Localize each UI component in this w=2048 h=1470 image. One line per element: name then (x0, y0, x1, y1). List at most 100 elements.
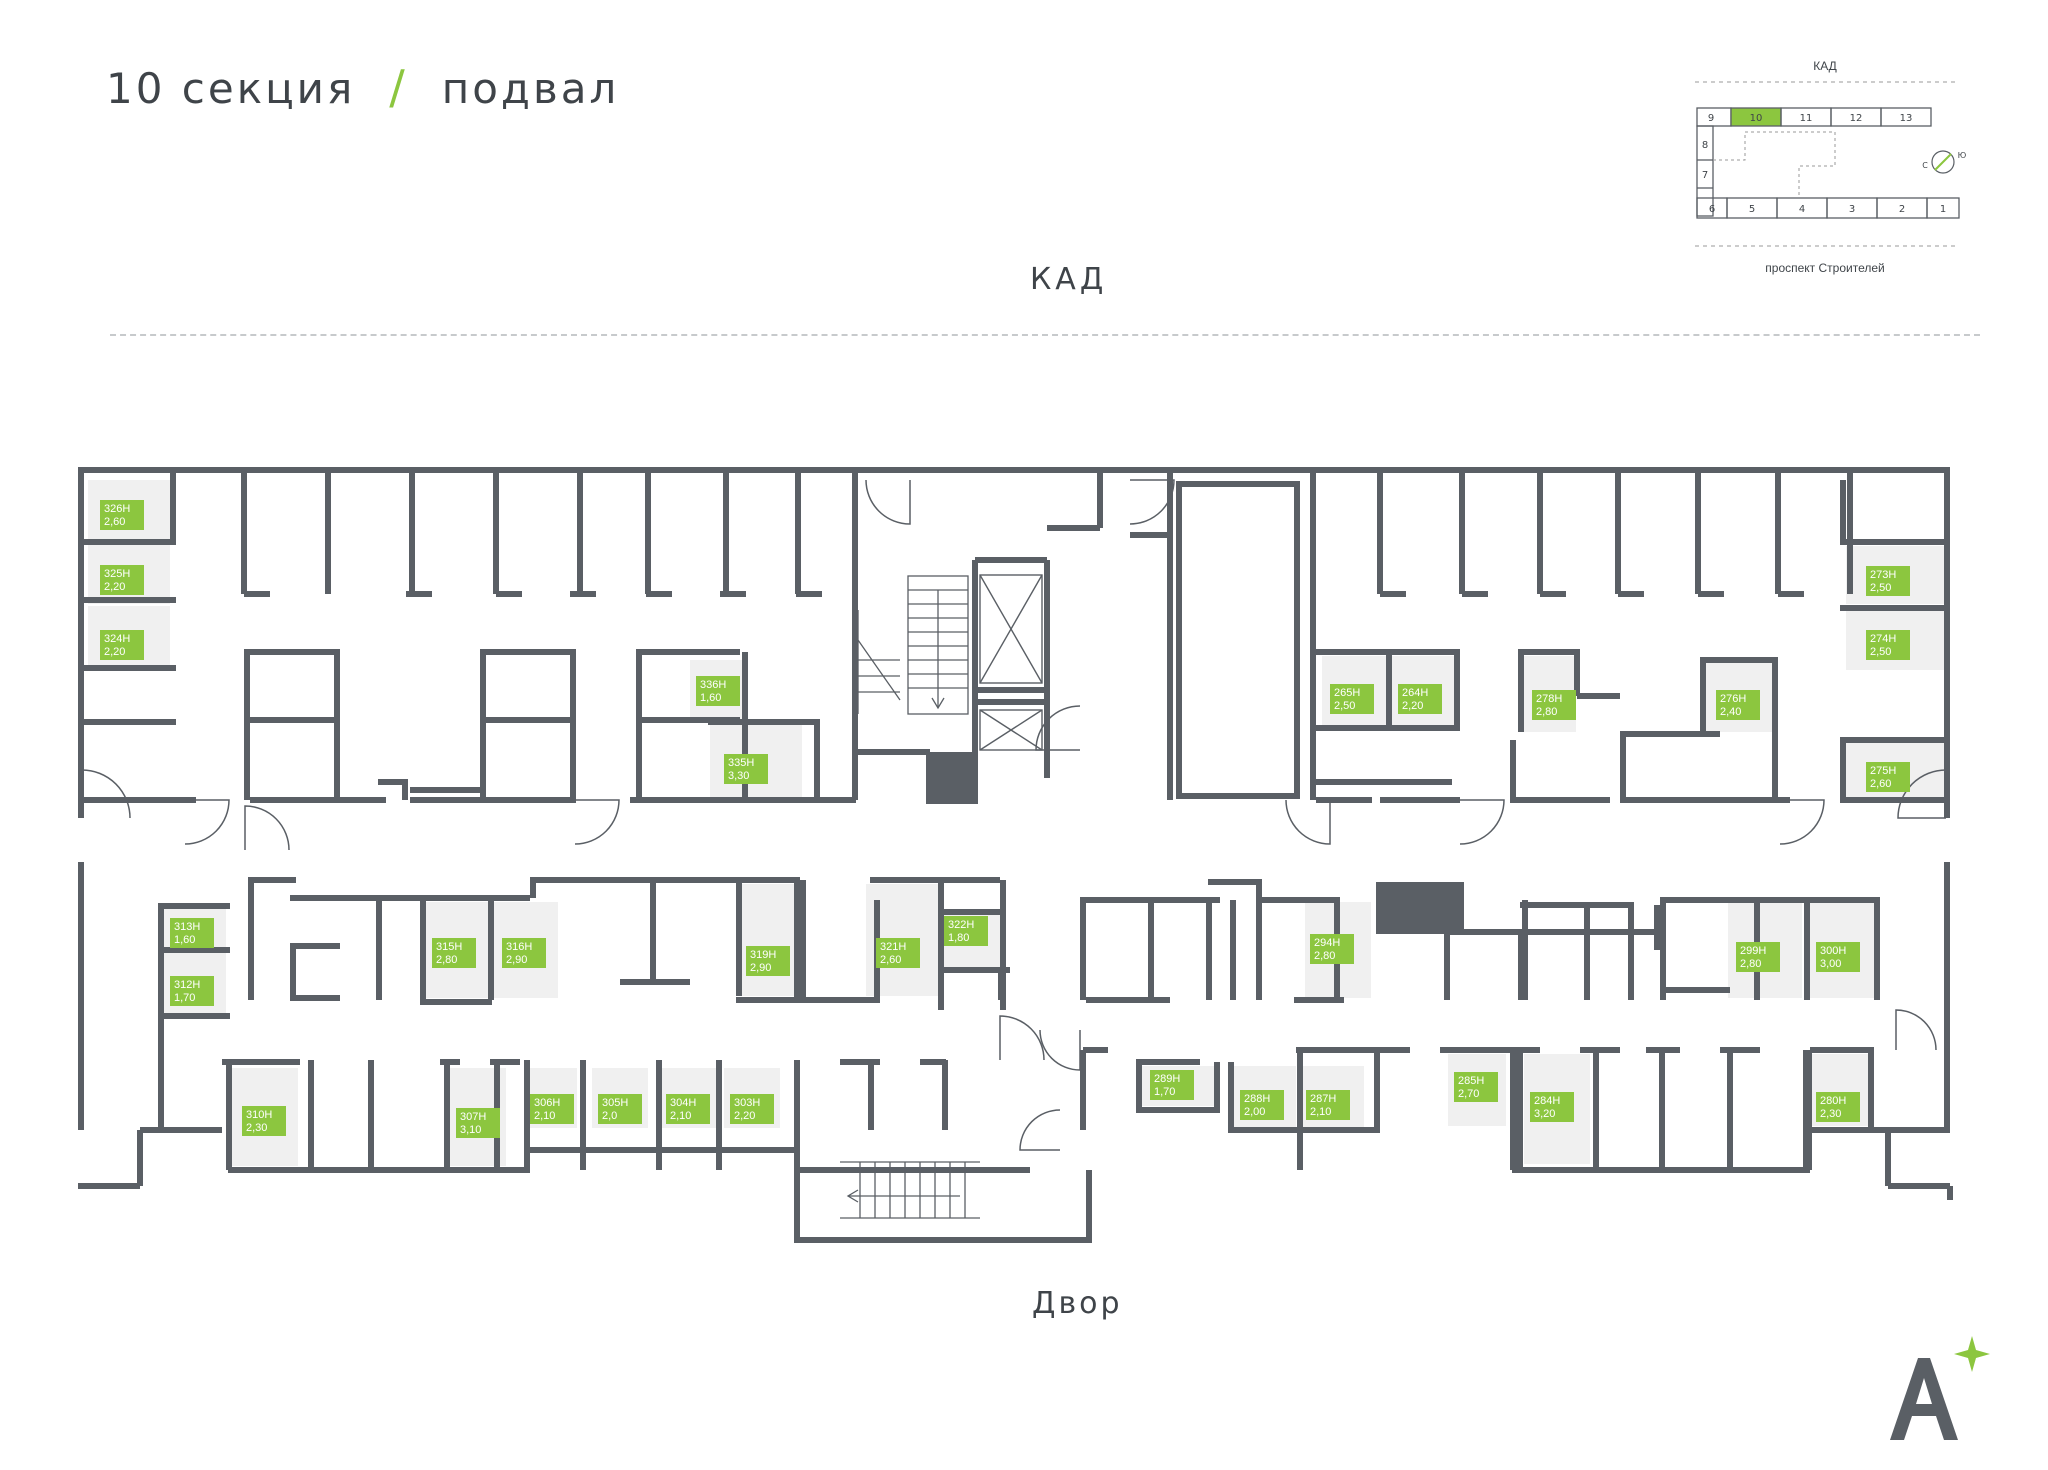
storage-label-bg (1532, 690, 1576, 720)
key-plan-bottom-label: проспект Строителей (1765, 261, 1884, 275)
door-swing (1895, 1009, 1937, 1051)
storage-label-bg (1150, 1070, 1194, 1100)
wall-segment (942, 1060, 948, 1130)
shaft-block (926, 752, 978, 804)
storage-area: 2,50 (1870, 582, 1891, 594)
storage-label-bg (1736, 942, 1780, 972)
storage-label-bg (1454, 1072, 1498, 1102)
title-slash: / (389, 60, 408, 114)
wall-segment (1700, 660, 1706, 734)
key-plan-top-row: 9 10 11 12 13 (1696, 107, 1932, 127)
wall-segment (840, 1059, 880, 1065)
storage-label-bg (456, 1108, 500, 1138)
storage-id: 288Н (1244, 1093, 1270, 1105)
wall-segment (530, 880, 536, 898)
storage-id: 319Н (750, 949, 776, 961)
wall-segment (1444, 932, 1450, 1000)
wall-segment (1660, 900, 1666, 1000)
wall-segment (1944, 470, 1950, 818)
wall-segment (800, 880, 806, 1000)
wall-segment (868, 1060, 874, 1130)
storage-id: 321Н (880, 941, 906, 953)
wall-segment (975, 699, 1047, 705)
storage-area: 2,30 (1820, 1108, 1841, 1120)
wall-segment (1080, 900, 1086, 1000)
wall-segment (1772, 660, 1778, 800)
wall-segment (1510, 740, 1516, 800)
storage-id: 300Н (1820, 945, 1846, 957)
wall-segment (1208, 879, 1262, 885)
wall-segment (1615, 473, 1621, 594)
storage-id: 313Н (174, 921, 200, 933)
key-plan-section: 10 (1750, 113, 1763, 124)
wall-segment (656, 1060, 662, 1170)
brand-logo (1890, 1336, 1990, 1440)
wall-segment (1584, 905, 1590, 1000)
door-swing (1779, 799, 1825, 845)
wall-segment (368, 1060, 374, 1170)
storage-area: 2,40 (1720, 706, 1741, 718)
wall-segment (855, 749, 930, 755)
wall-segment (1628, 905, 1634, 1000)
wall-segment (577, 473, 583, 594)
wall-segment (1868, 1050, 1874, 1130)
wall-segment (1294, 484, 1300, 796)
wall-segment (78, 470, 84, 818)
wall-segment (1540, 591, 1566, 597)
wall-segment (1176, 481, 1300, 487)
wall-segment (1297, 1050, 1303, 1170)
storage-area: 2,20 (1402, 700, 1423, 712)
storage-id: 273Н (1870, 569, 1896, 581)
wall-segment (1316, 779, 1452, 785)
key-plan-top-label: КАД (1813, 59, 1837, 73)
storage-label-bg (1866, 762, 1910, 792)
wall-segment (1700, 657, 1778, 663)
kad-label: КАД (1030, 262, 1108, 297)
wall-segment (1136, 1062, 1142, 1110)
door-swing (865, 479, 911, 525)
wall-segment (1176, 793, 1300, 799)
wall-segment (1695, 473, 1701, 594)
storage-area: 2,0 (602, 1110, 617, 1122)
wall-segment (1840, 480, 1846, 542)
storage-label-bg (1866, 566, 1910, 596)
key-plan-section: 12 (1850, 113, 1863, 124)
wall-segment (1874, 900, 1880, 1000)
wall-segment (920, 1059, 946, 1065)
wall-segment (736, 880, 742, 996)
